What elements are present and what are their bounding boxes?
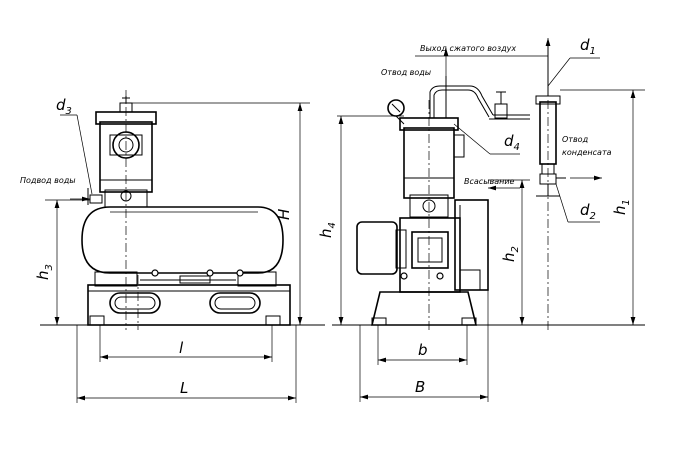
base-slot-right (209, 292, 261, 314)
electric-motor (356, 221, 398, 275)
callout-labels: Подвод воды Выход сжатого воздух Отвод в… (20, 44, 612, 186)
base-slot-left (109, 292, 161, 314)
side-view (40, 90, 325, 330)
motor-frame (399, 217, 461, 293)
d3-leader (76, 114, 93, 195)
H-label: H (275, 209, 293, 220)
front-base (370, 291, 478, 326)
side-valve (453, 134, 465, 158)
guard-mount (459, 269, 481, 291)
dimension-labels: d3 H h3 l L h4 h2 h1 b B d1 d4 d2 (34, 36, 632, 397)
B-label: B (415, 378, 425, 396)
b-label: b (418, 341, 428, 359)
front-view (332, 44, 645, 330)
front-crankcase-fitting (422, 199, 436, 213)
base-slot-right-inner (214, 296, 256, 310)
water-inlet-fitting (89, 194, 103, 204)
crankcase (104, 189, 148, 208)
saddle-left (94, 271, 138, 287)
receiver-tank (81, 206, 284, 274)
base-foot-right (265, 315, 281, 326)
gauge-stem (395, 115, 405, 125)
d4-leader (453, 123, 491, 155)
terminal-box (411, 231, 449, 269)
d2-leader (555, 183, 569, 223)
d1-label: d1 (580, 36, 596, 57)
h2-label: h2 (500, 246, 521, 262)
front-crankcase (409, 194, 449, 218)
base-foot-left (89, 315, 105, 326)
condensate-label-line1: Отвод (562, 135, 589, 144)
d3-label: d3 (56, 96, 72, 117)
h1-label: h1 (611, 199, 632, 215)
h3-label: h3 (34, 264, 55, 280)
condensate-label-line2: конденсата (562, 148, 612, 157)
d1-leader (547, 57, 571, 87)
d2-label: d2 (580, 201, 596, 222)
d4-label: d4 (504, 132, 520, 153)
air-outlet-label: Выход сжатого воздух (420, 44, 516, 53)
motor-bolt (436, 272, 444, 280)
water-outlet-label: Отвод воды (381, 68, 431, 77)
terminal-box-inner (417, 237, 443, 263)
water-inlet-label: Подвод воды (20, 176, 76, 185)
motor-bolt (400, 272, 408, 280)
tank-bolt (236, 269, 244, 277)
L-label: L (180, 379, 188, 397)
drain-fitting (179, 275, 211, 284)
outlet-pipe (429, 85, 494, 118)
base-slot-left-inner (114, 296, 156, 310)
tank-bolt (151, 269, 159, 277)
suction-label: Всасывание (464, 177, 515, 186)
gauge-needle (391, 103, 401, 113)
pipe-valve (494, 103, 508, 119)
h4-label: h4 (317, 222, 338, 238)
outlet-pipe-inner (433, 89, 490, 118)
l-label: l (179, 339, 184, 357)
saddle-right (237, 271, 277, 287)
tank-bolt (206, 269, 214, 277)
front-view-dimensions (337, 38, 645, 402)
base-frame (87, 284, 291, 326)
front-base-foot-right (461, 317, 477, 326)
front-base-foot-left (371, 317, 387, 326)
motor-flange (395, 229, 407, 269)
side-view-dimensions (45, 102, 310, 403)
